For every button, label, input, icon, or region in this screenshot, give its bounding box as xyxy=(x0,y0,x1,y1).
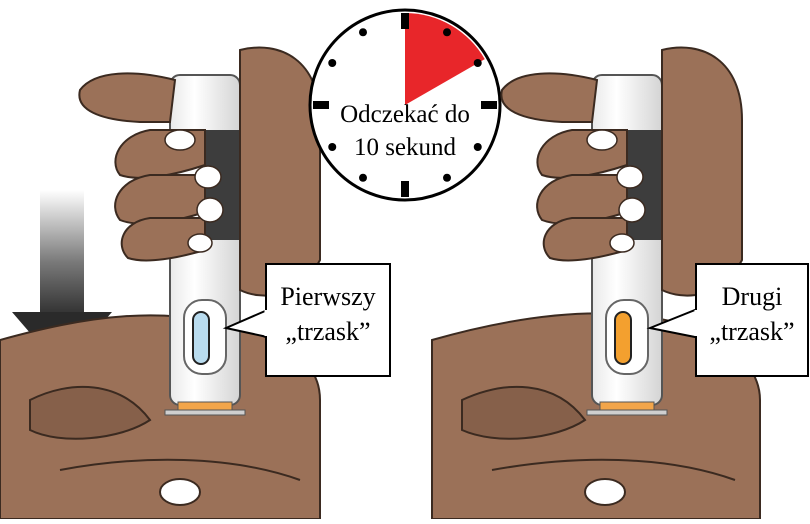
callout-first-click-line2: „trzask” xyxy=(285,317,370,346)
timer-line1: Odczekać do xyxy=(340,101,470,128)
callout-second-click-line2: „trzask” xyxy=(709,317,794,346)
timer-minor-dot xyxy=(328,59,337,67)
callout-second-click-line1: Drugi xyxy=(722,282,783,311)
timer-hour-mark xyxy=(313,101,329,109)
callout-second-click: Drugi „trzask” xyxy=(646,263,809,377)
callout-first-click-line1: Pierwszy xyxy=(280,282,375,311)
timer-minor-dot xyxy=(359,28,367,37)
inspection-window-blue xyxy=(192,311,210,365)
timer-minor-dot xyxy=(328,143,337,151)
timer-hour-mark xyxy=(401,13,409,29)
inspection-window-orange xyxy=(614,311,632,365)
timer-hour-mark xyxy=(401,181,409,197)
timer-minor-dot xyxy=(443,173,451,182)
hand-right xyxy=(500,46,743,297)
left-panel: Pierwszy „trzask” xyxy=(0,46,391,520)
callout-first-click: Pierwszy „trzask” xyxy=(222,263,391,377)
timer-elapsed-wedge xyxy=(405,13,485,105)
timer-tick-marks xyxy=(313,13,497,197)
hand-left xyxy=(78,46,321,297)
timer-line2: 10 sekund xyxy=(354,134,457,161)
right-panel: Drugi „trzask” xyxy=(431,46,809,520)
timer-minor-dot xyxy=(473,143,482,151)
timer-minor-dot xyxy=(473,59,482,67)
timer-hour-mark xyxy=(481,101,497,109)
timer-minor-dot xyxy=(443,28,451,37)
timer-minor-dot xyxy=(359,173,367,182)
timer-clock: Odczekać do 10 sekund xyxy=(308,8,502,202)
